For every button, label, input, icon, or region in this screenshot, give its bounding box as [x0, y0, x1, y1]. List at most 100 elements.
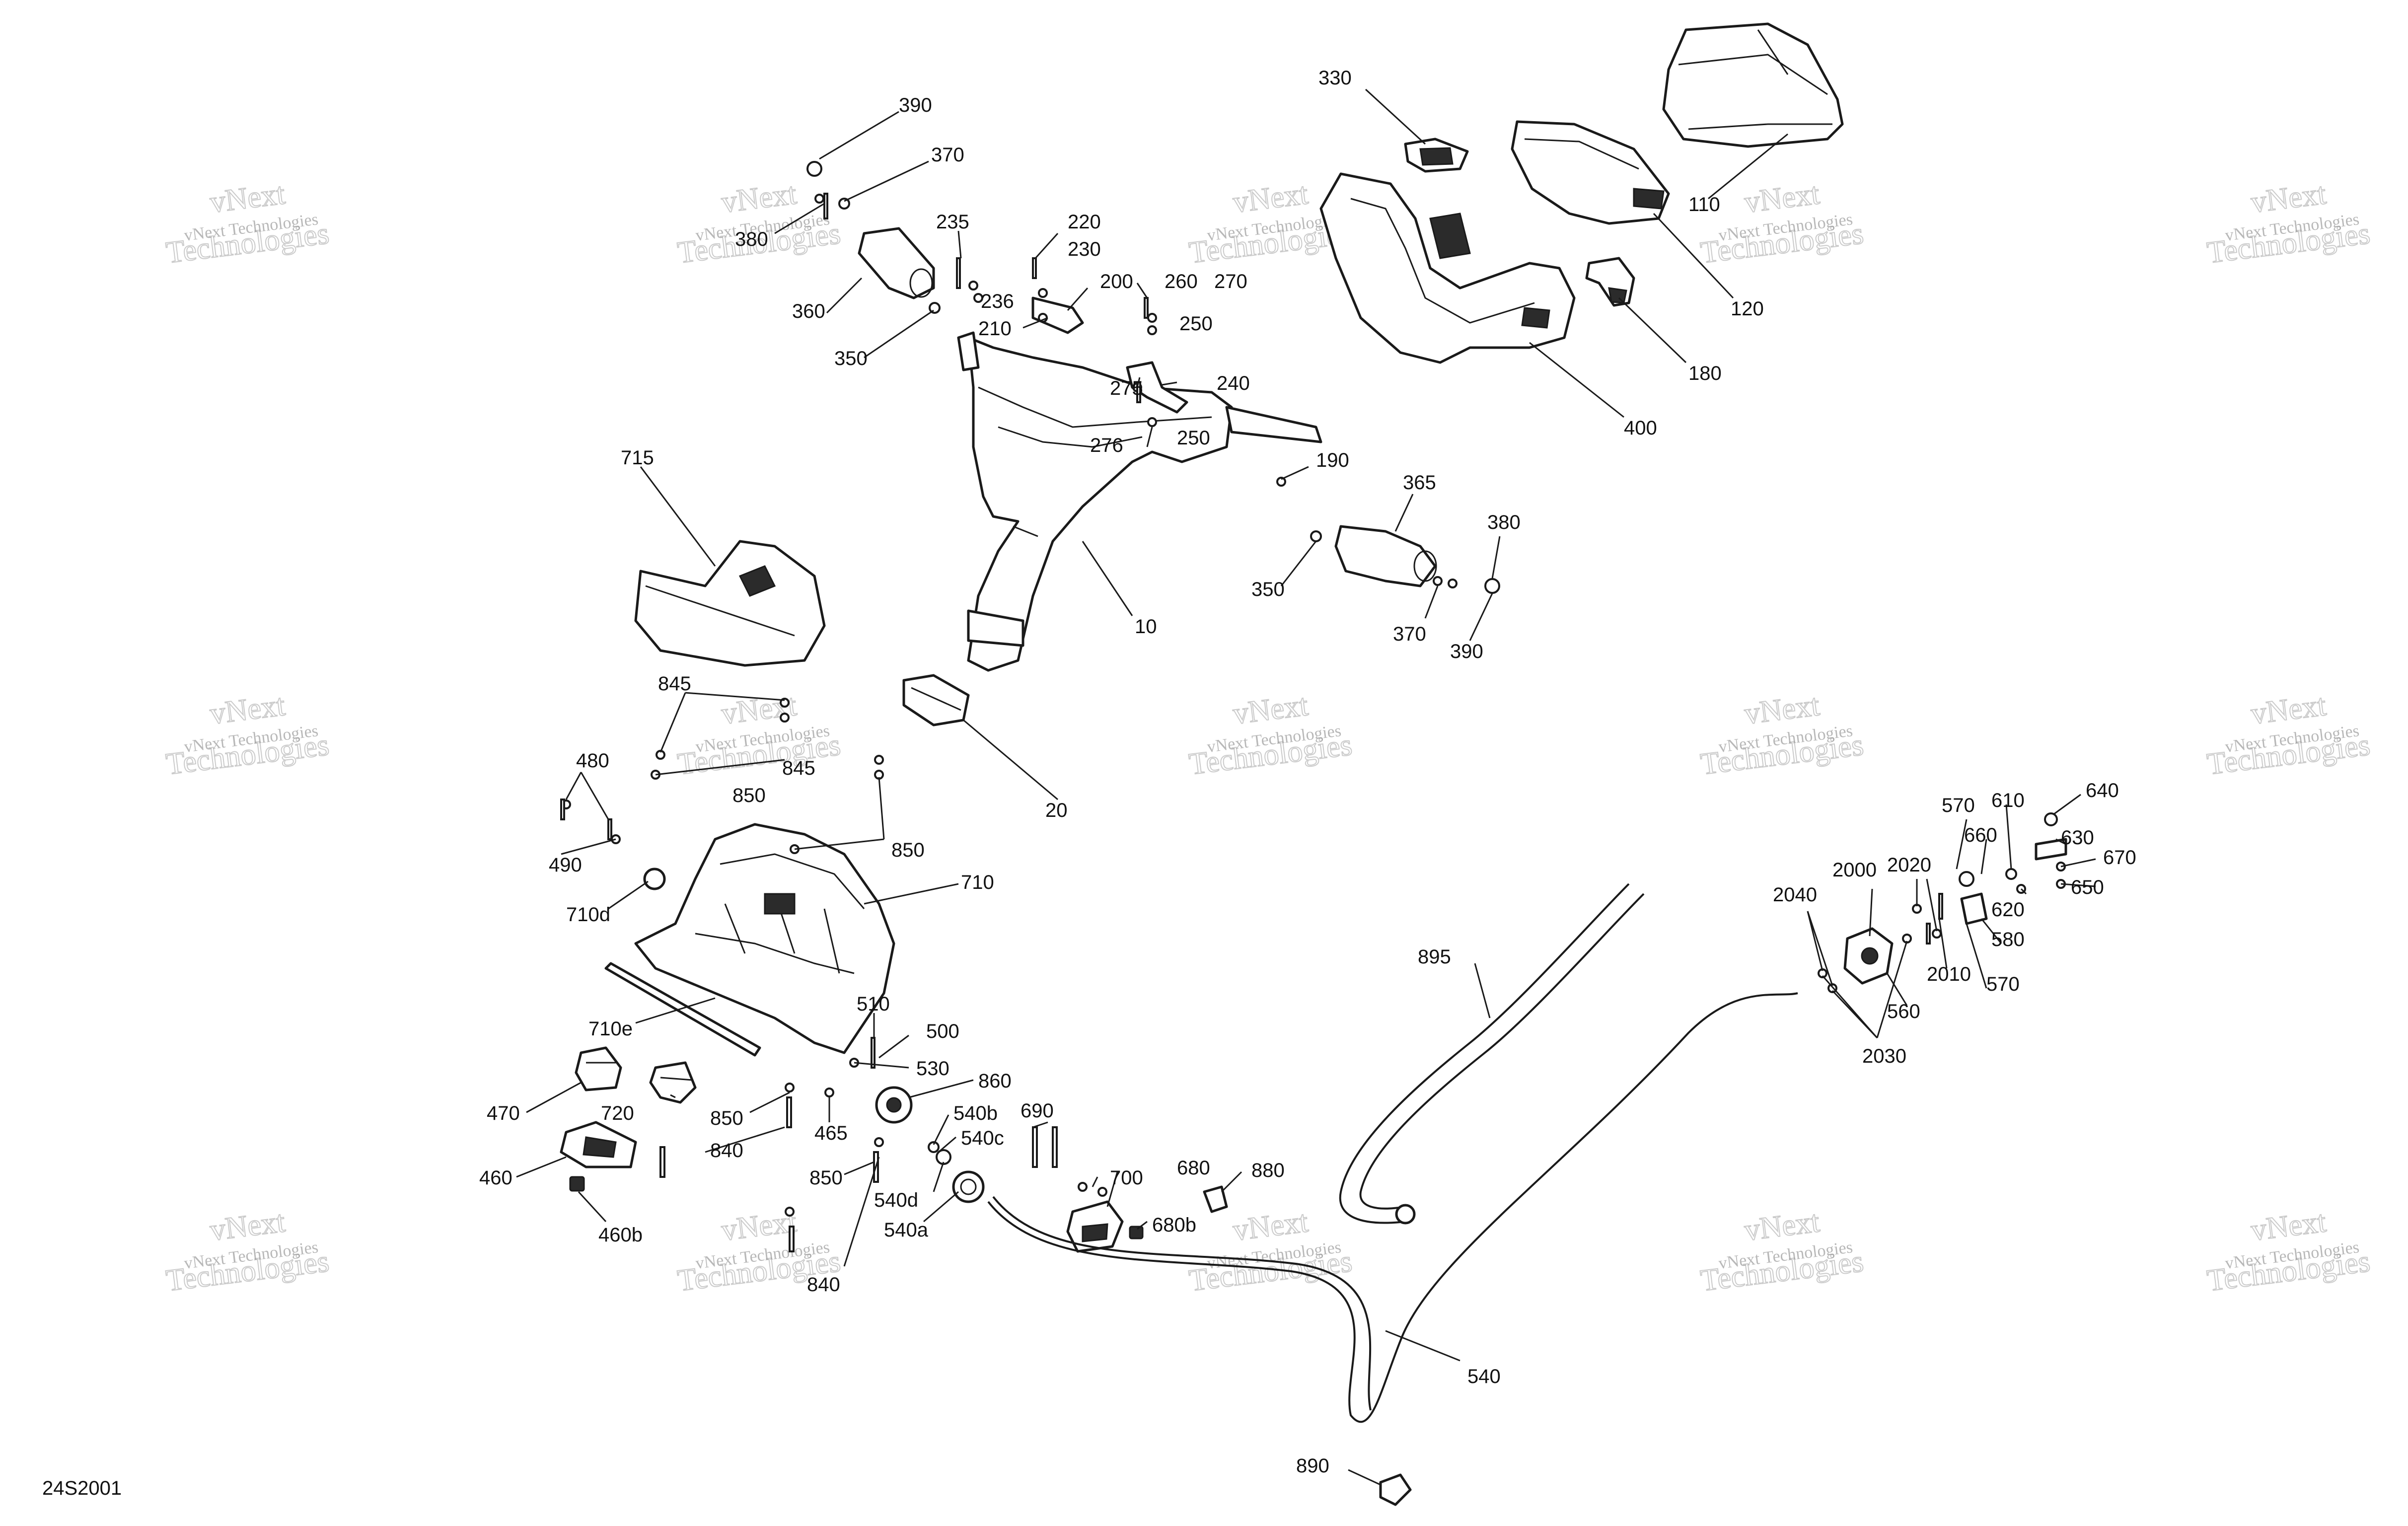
callout-400: 400	[1624, 417, 1657, 439]
watermark: vNext Technologies vNext Technologies	[1698, 176, 1866, 270]
callout-190: 190	[1316, 449, 1349, 471]
callout-370: 370	[1393, 623, 1426, 645]
callout-2020: 2020	[1887, 854, 1931, 876]
leader-lines	[516, 88, 2096, 1486]
callout-700: 700	[1110, 1167, 1143, 1189]
callout-720: 720	[601, 1102, 634, 1124]
callout-210: 210	[978, 318, 1012, 340]
callout-510: 510	[857, 993, 890, 1015]
callout-275: 275	[1110, 377, 1143, 399]
callout-365: 365	[1403, 472, 1436, 494]
callout-370: 370	[931, 144, 964, 166]
part-580	[1960, 892, 1988, 925]
callout-850: 850	[732, 785, 766, 806]
part-540a	[952, 1170, 985, 1203]
callout-240: 240	[1217, 372, 1250, 394]
part-360-grip	[858, 227, 935, 299]
callout-540b: 540b	[953, 1102, 998, 1124]
watermark-vnext: vNext	[1231, 1205, 1310, 1247]
part-540-cable	[987, 992, 1798, 1423]
callout-330: 330	[1318, 67, 1352, 89]
callout-640: 640	[2086, 780, 2119, 801]
watermark: vNext Technologies vNext Technologies	[164, 176, 332, 270]
part-680b	[1129, 1226, 1144, 1239]
watermark-vnext: vNext	[720, 177, 799, 219]
part-890	[1379, 1473, 1412, 1506]
part-470	[575, 1046, 622, 1091]
callout-360: 360	[792, 300, 825, 322]
callout-2040: 2040	[1773, 884, 1817, 906]
part-460	[560, 1121, 637, 1168]
watermark: vNext Technologies vNext Technologies	[1698, 688, 1866, 782]
watermark-vnext: vNext	[1231, 177, 1310, 219]
callout-570: 570	[1986, 973, 2020, 995]
callout-2000: 2000	[1832, 859, 1877, 881]
watermark-vnext: vNext	[1743, 1205, 1822, 1247]
callout-840: 840	[710, 1140, 743, 1162]
watermark-vnext: vNext	[208, 1205, 287, 1247]
callout-labels: 390 370 380 360 350 235 236 220 230 200 …	[479, 67, 2136, 1477]
callout-710d: 710d	[566, 904, 610, 926]
callout-390: 390	[899, 94, 932, 116]
part-120-cover	[1511, 120, 1670, 225]
callout-2030: 2030	[1862, 1045, 1906, 1067]
part-200-lever	[1031, 296, 1084, 334]
callout-540a: 540a	[884, 1219, 929, 1241]
callout-500: 500	[926, 1020, 959, 1042]
watermark: vNext Technologies vNext Technologies	[2205, 1204, 2373, 1298]
callout-670: 670	[2103, 847, 2136, 869]
part-2000-housing	[1843, 927, 1894, 985]
callout-540: 540	[1467, 1366, 1501, 1387]
watermark: vNext Technologies vNext Technologies	[675, 176, 843, 270]
callout-570: 570	[1942, 795, 1975, 816]
callout-620: 620	[1991, 899, 2025, 921]
callout-850: 850	[809, 1167, 843, 1189]
callout-10: 10	[1135, 616, 1157, 638]
callout-530: 530	[916, 1058, 949, 1080]
callout-580: 580	[1991, 929, 2025, 950]
callout-540d: 540d	[874, 1189, 918, 1211]
part-895-hose	[1339, 883, 1645, 1225]
callout-276: 276	[1090, 435, 1123, 456]
callout-850: 850	[710, 1107, 743, 1129]
watermark-vnext: vNext	[1231, 688, 1310, 731]
callout-480: 480	[576, 750, 609, 772]
callout-650: 650	[2071, 876, 2104, 898]
callout-470: 470	[487, 1102, 520, 1124]
part-680-bracket	[1066, 1200, 1124, 1253]
callout-460: 460	[479, 1167, 512, 1189]
callout-630: 630	[2061, 827, 2094, 849]
callout-230: 230	[1068, 238, 1101, 260]
callout-895: 895	[1418, 946, 1451, 968]
callout-710e: 710e	[588, 1018, 633, 1040]
callout-660: 660	[1964, 824, 1997, 846]
watermark: vNext Technologies vNext Technologies	[164, 688, 332, 782]
callout-710: 710	[961, 872, 994, 893]
callout-460b: 460b	[598, 1224, 643, 1246]
callout-465: 465	[814, 1122, 848, 1144]
callout-350: 350	[1251, 579, 1285, 600]
watermark-vnext: vNext	[208, 177, 287, 219]
watermark-vnext: vNext	[1743, 177, 1822, 219]
callout-560: 560	[1887, 1001, 1920, 1022]
callout-715: 715	[621, 447, 654, 469]
hardware-fasteners	[560, 161, 2066, 1252]
callout-390: 390	[1450, 641, 1483, 662]
callout-120: 120	[1731, 298, 1764, 320]
part-330	[1404, 138, 1469, 173]
part-630	[2035, 838, 2067, 861]
part-110-top-cover	[1662, 22, 1844, 148]
watermark-layer: vNext Technologies vNext Technologies vN…	[164, 176, 2373, 1298]
watermark: vNext Technologies vNext Technologies	[2205, 176, 2373, 270]
watermark-vnext: vNext	[1743, 688, 1822, 731]
callout-845: 845	[658, 673, 691, 695]
callout-270: 270	[1214, 271, 1247, 292]
watermark-vnext: vNext	[2249, 177, 2328, 219]
part-180	[1585, 257, 1635, 307]
callout-250: 250	[1177, 427, 1210, 449]
callout-610: 610	[1991, 790, 2025, 811]
part-20	[902, 674, 970, 727]
callout-2010: 2010	[1927, 963, 1971, 985]
callout-680: 680	[1177, 1157, 1210, 1179]
